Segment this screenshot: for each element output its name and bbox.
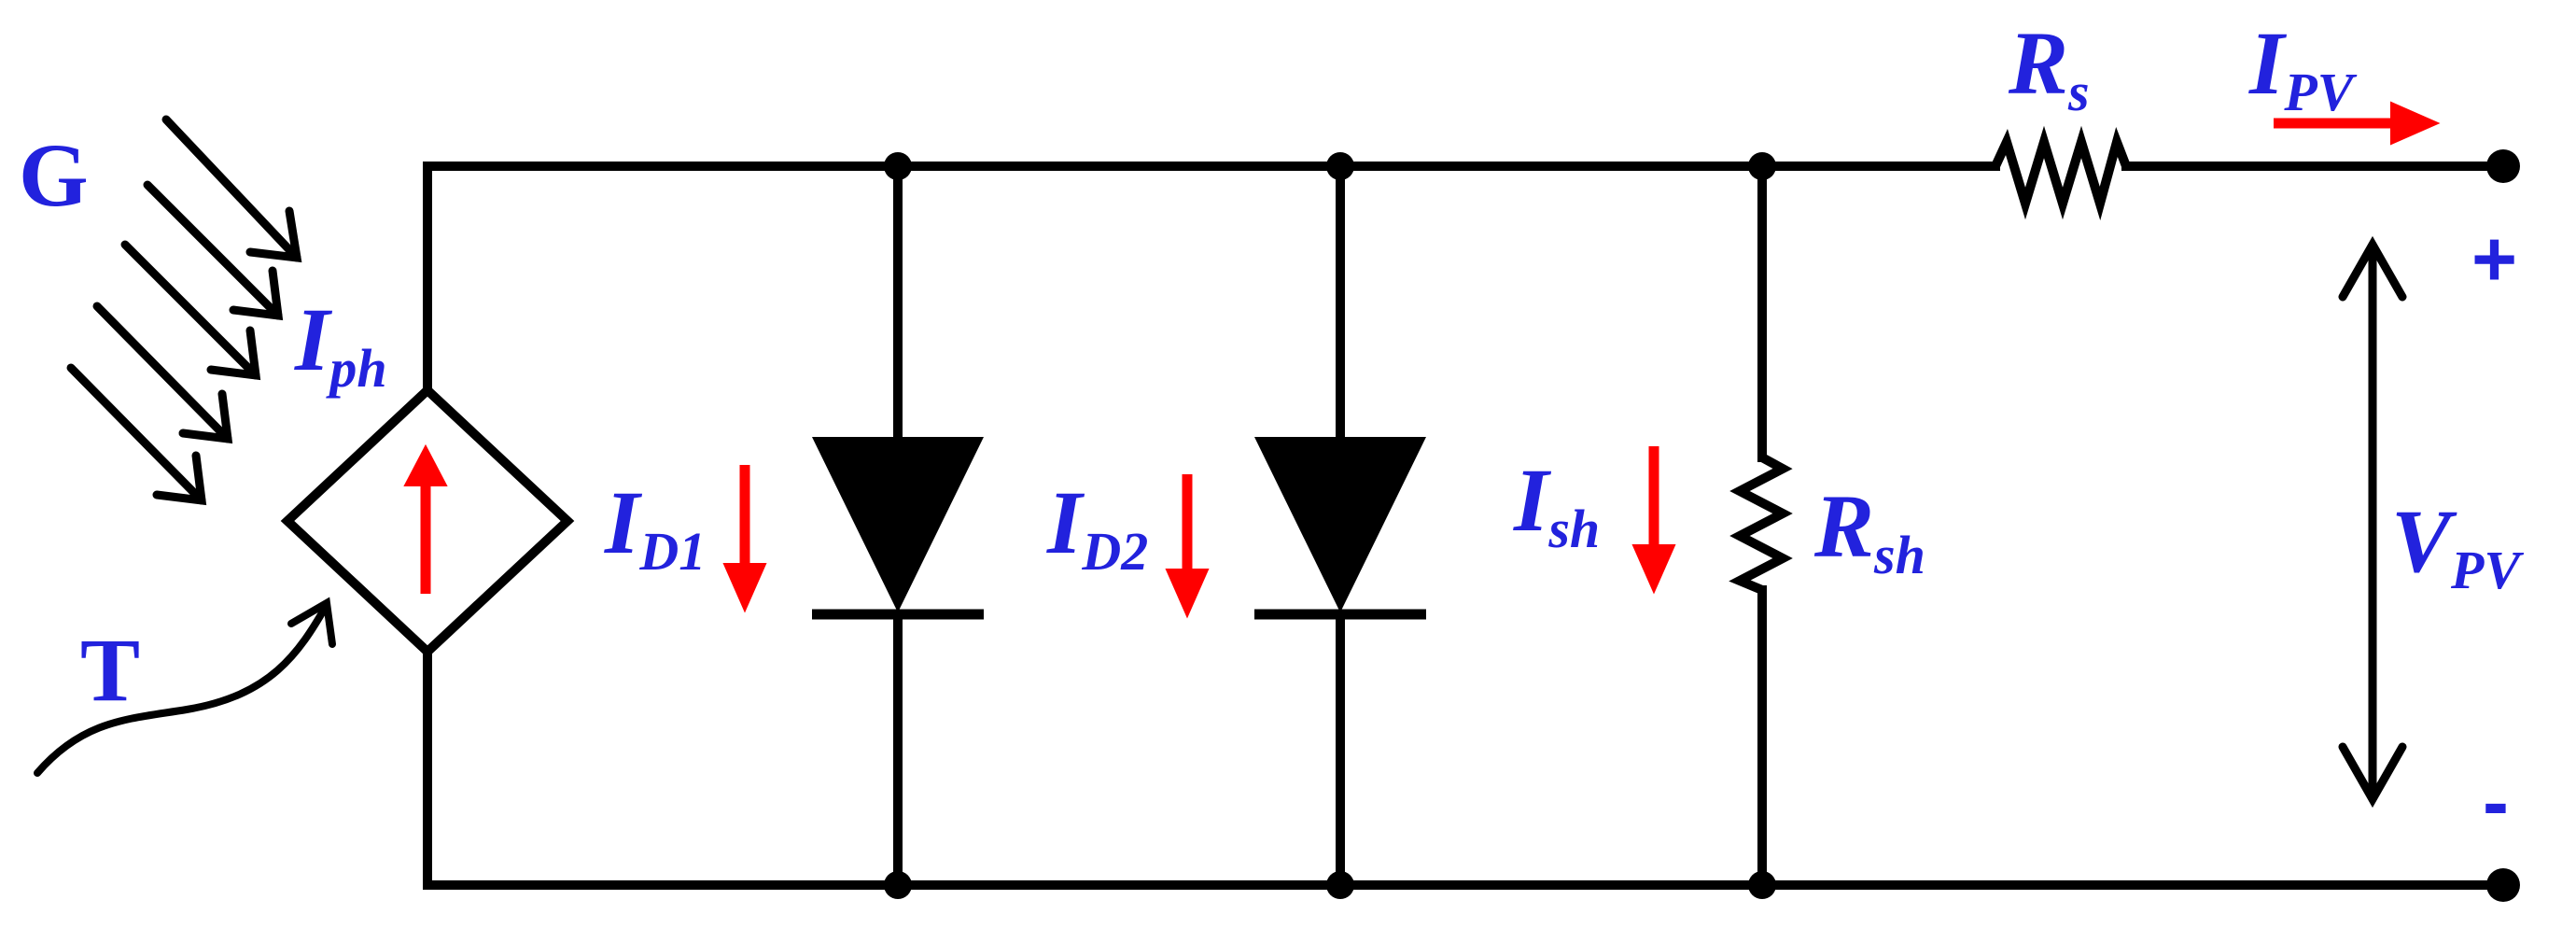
irradiance-arrow-icon [143,180,284,321]
shunt-current-label: Ish [1513,450,1600,559]
diode1-current-arrow-icon [722,465,767,613]
current-arrows [722,101,2441,619]
dependent-current-source-icon [280,384,575,658]
irradiance-arrow-icon [161,115,302,263]
shunt-current-arrow-icon [1631,446,1676,595]
photo-current-label: Iph [294,289,387,399]
output-voltage-arrow-icon [2338,235,2407,808]
source-direction-arrow-icon [403,443,448,594]
junction-dot-icon [1326,152,1354,180]
shunt-resistor-label: Rsh [1813,476,1925,585]
irradiance-arrows [66,115,302,506]
diode1-current-label: ID1 [604,472,706,582]
temperature-label: T [80,620,140,720]
irradiance-arrow-icon [120,240,261,381]
junctions [884,152,1776,899]
shunt-resistor-icon [1729,453,1793,595]
terminal-dot-icon [2486,868,2520,902]
output-terminals [2486,149,2520,902]
output-current-label: IPV [2248,13,2358,122]
junction-dot-icon [884,871,912,899]
diode2-current-arrow-icon [1165,474,1210,619]
irradiance-arrow-icon [92,302,233,444]
output-current-arrow-icon [2274,101,2441,146]
irradiance-label: G [19,125,89,225]
diode2-current-label: ID2 [1046,472,1148,582]
junction-dot-icon [1748,152,1776,180]
temperature-arrow [34,597,336,777]
diode2-icon [1254,437,1426,620]
junction-dot-icon [1326,871,1354,899]
diode1-icon [812,437,984,620]
minus-terminal-label: - [2483,758,2509,846]
junction-dot-icon [1748,871,1776,899]
irradiance-arrow-icon [66,363,207,506]
output-voltage-label: VPV [2391,491,2524,600]
terminal-dot-icon [2486,149,2520,183]
plus-terminal-label: + [2471,215,2517,302]
junction-dot-icon [884,152,912,180]
series-resistor-icon [1991,125,2131,221]
wires [423,162,2506,890]
series-resistor-label: Rs [2008,13,2090,122]
labels: G T Iph ID1 ID2 Ish Rsh Rs IPV VPV + - [19,13,2524,846]
